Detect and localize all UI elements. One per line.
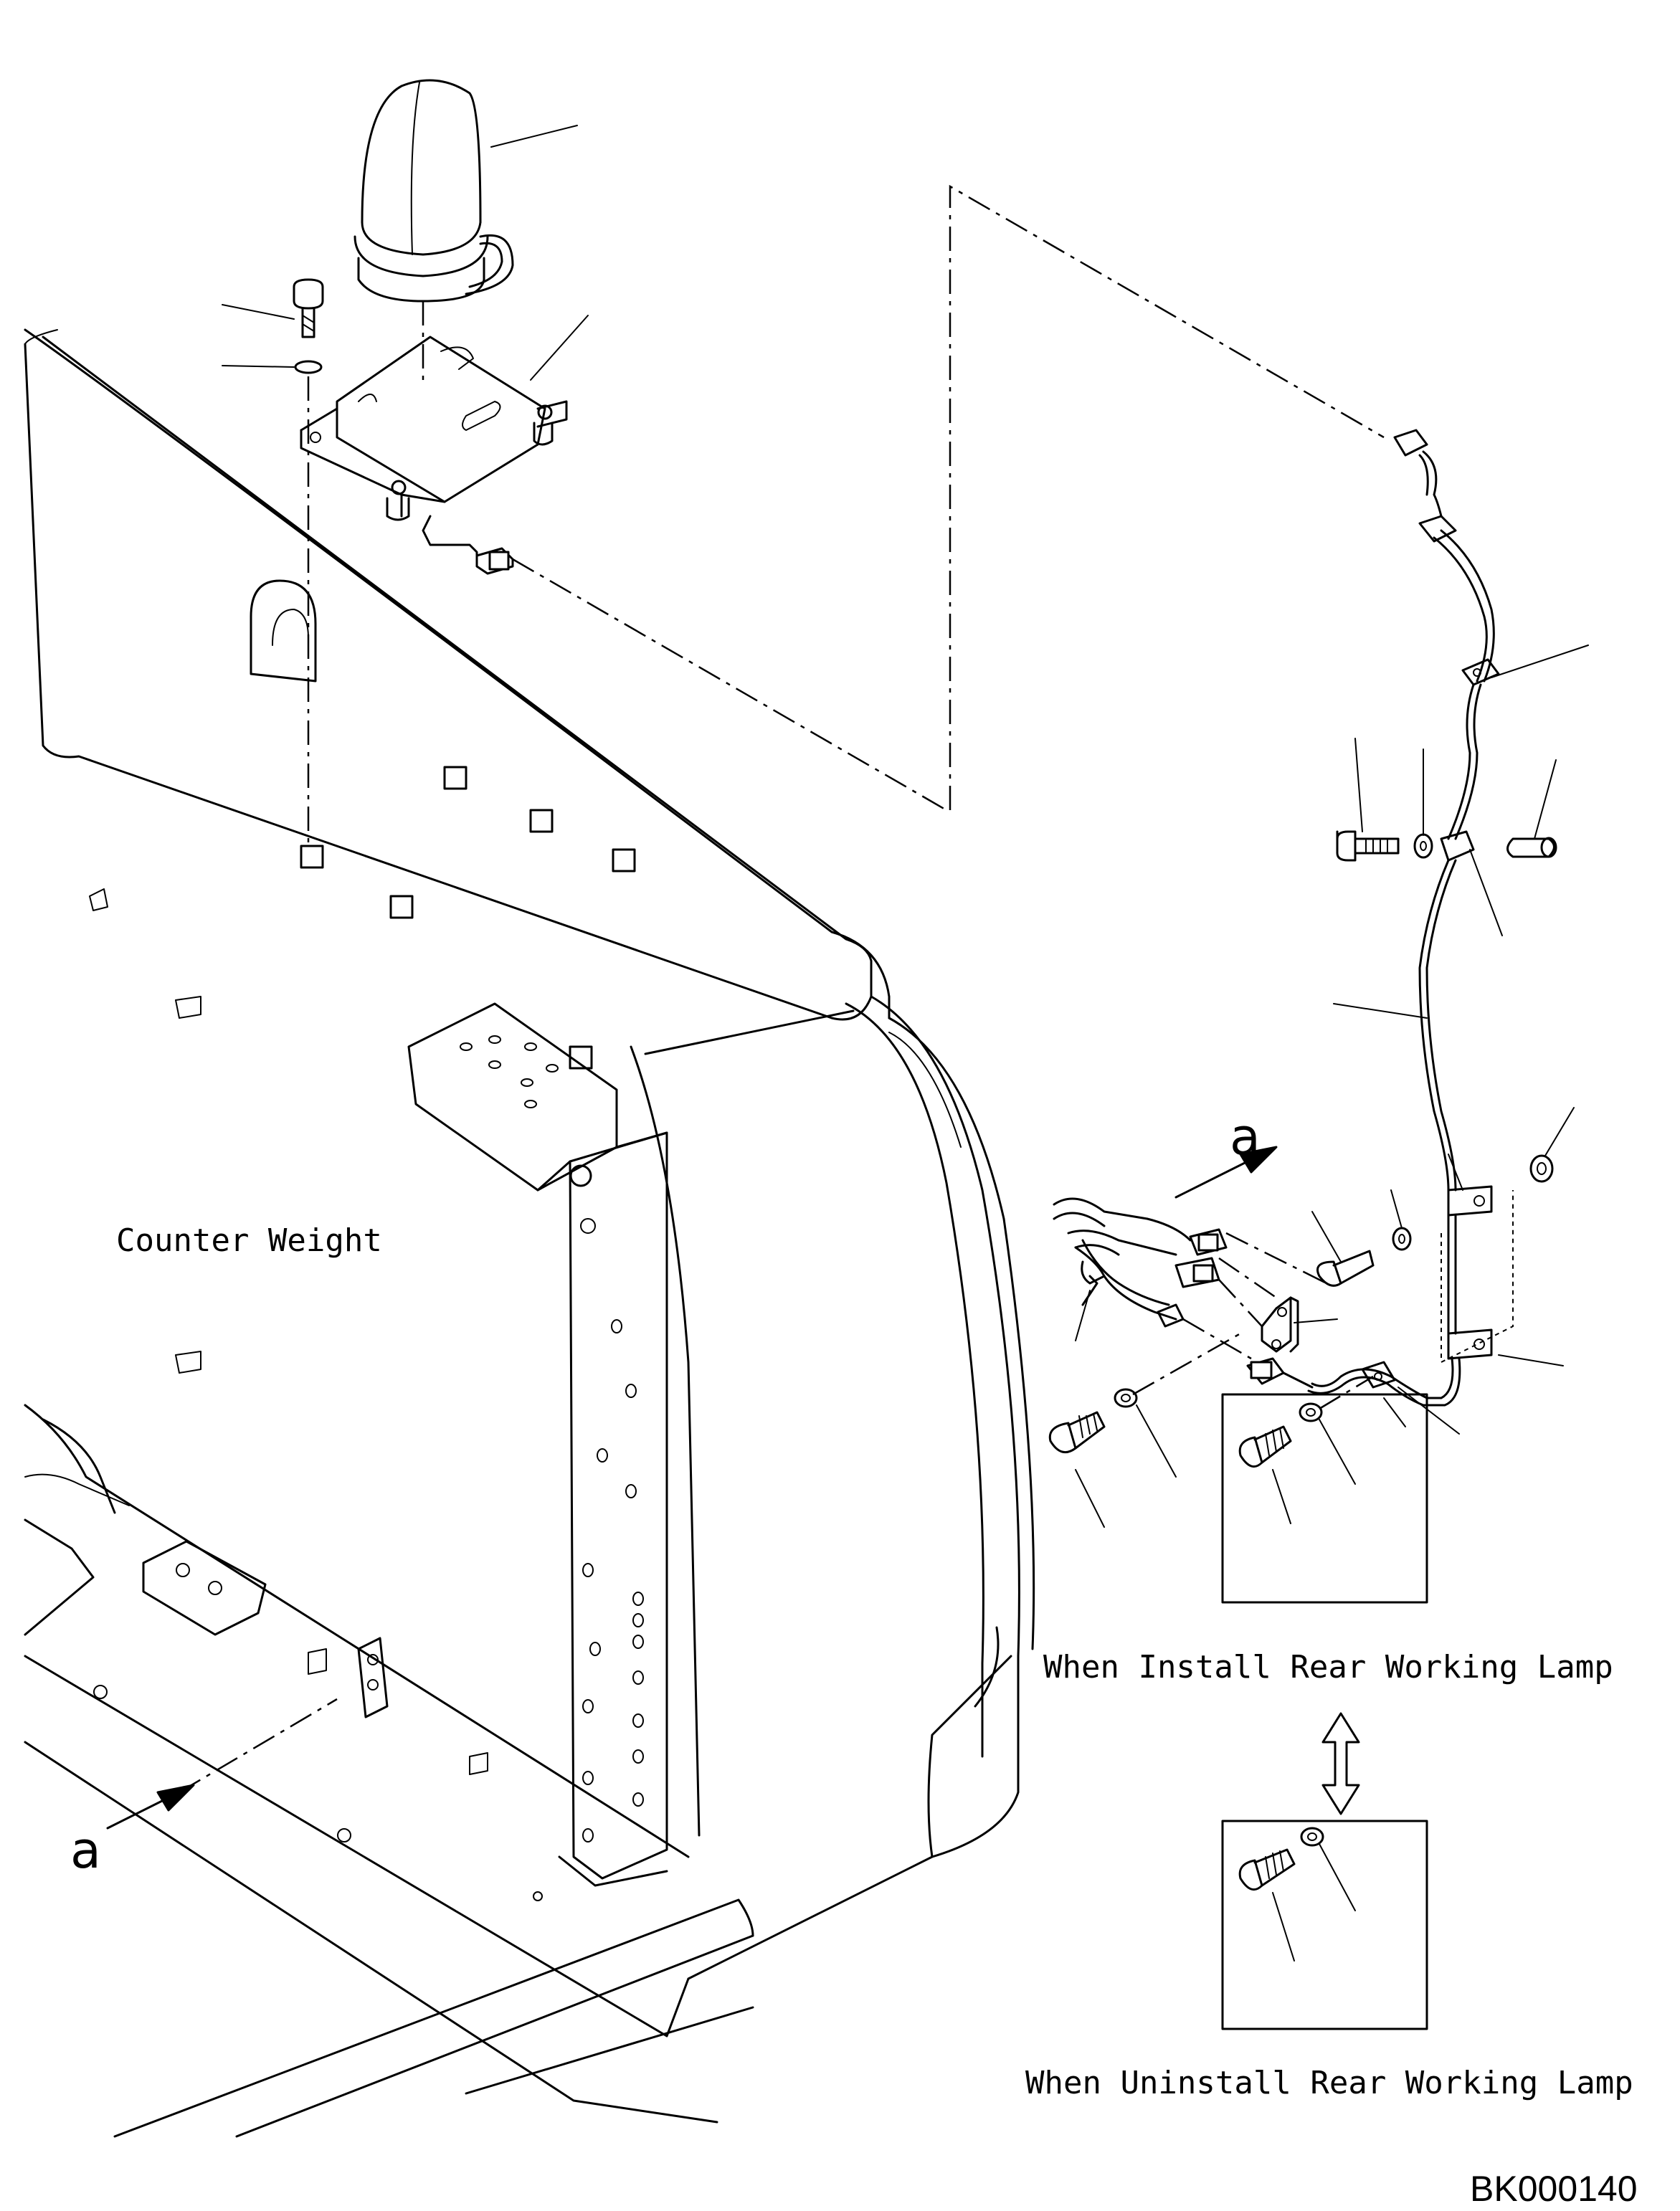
lamp-harness [1246, 429, 1514, 1407]
stay-holes [460, 1035, 644, 1842]
harness-hardware [1316, 830, 1557, 1287]
uninstall-caption: When Uninstall Rear Working Lamp [1025, 2065, 1633, 2101]
lifting-eye [250, 579, 317, 683]
view-a-label-bottom: a [70, 1821, 101, 1880]
main-harness [1053, 1197, 1327, 1360]
beacon-lamp [353, 79, 514, 387]
install-caption: When Install Rear Working Lamp [1043, 1649, 1613, 1685]
view-arrow-top [1174, 1146, 1278, 1199]
install-inset [1221, 1375, 1428, 1604]
lamp-bracket [300, 336, 568, 846]
lamp-connector [422, 515, 947, 812]
bracket-bolt [293, 278, 324, 374]
counter-weight-body [24, 328, 1035, 2138]
uninstall-inset [1221, 1820, 1428, 2030]
frame-brackets [93, 1540, 543, 1901]
view-arrow-bottom [106, 1698, 338, 1830]
mounting-holes [89, 766, 636, 1374]
harness-bolt-main [1048, 1332, 1241, 1528]
harness-bracket [1261, 1296, 1299, 1353]
view-a-label-top: a [1230, 1108, 1261, 1166]
routing-guide-lines [949, 184, 1385, 810]
side-stay [407, 1002, 668, 1887]
switch-arrow [1321, 1712, 1360, 1815]
leader-lines [222, 125, 1589, 1435]
drawing-reference: BK000140 [1470, 2169, 1638, 2209]
counter-weight-label: Counter Weight [116, 1222, 382, 1259]
